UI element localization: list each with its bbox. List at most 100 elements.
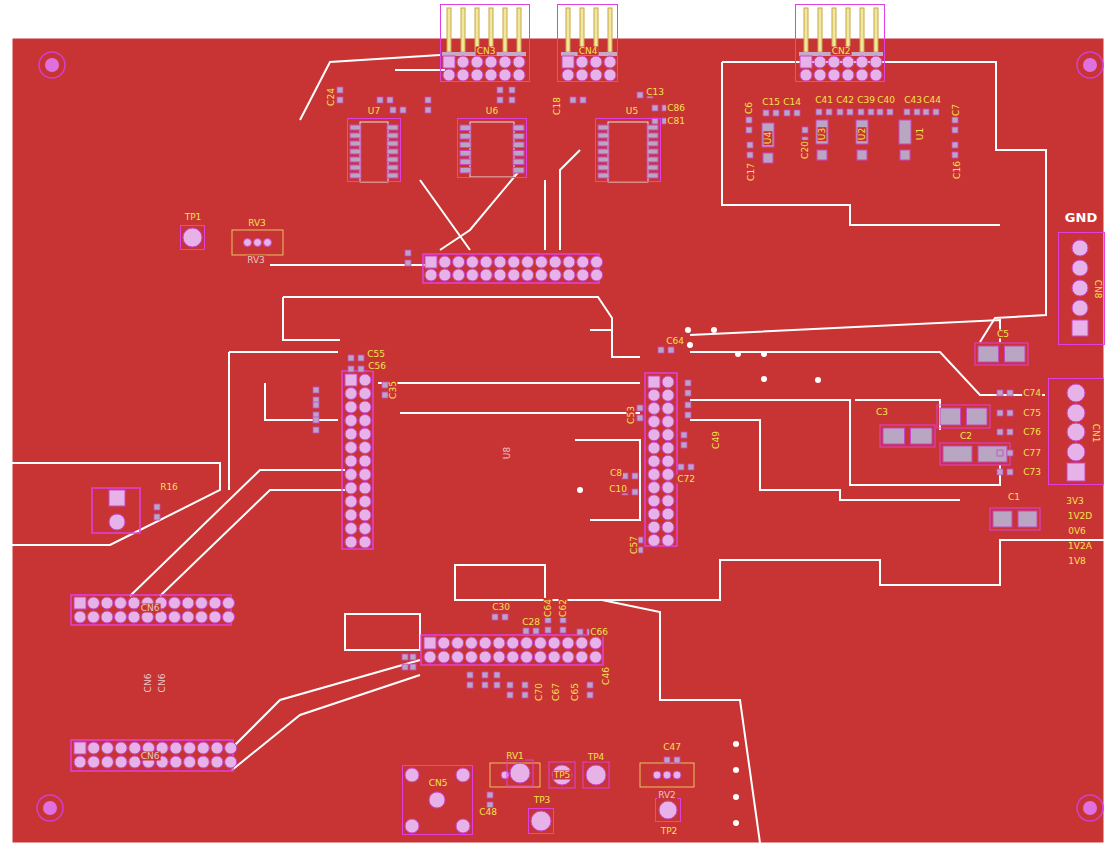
ic-pad [598, 157, 609, 162]
smd-pad [1007, 390, 1013, 396]
silkscreen-label: C56 [367, 362, 387, 371]
silkscreen-label: C72 [676, 475, 696, 484]
header-pin [493, 637, 505, 649]
silkscreen-label: C73 [1022, 468, 1042, 477]
silkscreen-label: C86 [666, 104, 686, 113]
capacitor-outline [937, 405, 990, 428]
component-footprint: CN3 [440, 4, 530, 82]
smd-pad [637, 415, 643, 421]
square-pin [74, 597, 86, 609]
smd-pad [402, 664, 408, 670]
header-pin [345, 455, 357, 467]
header-pin [662, 455, 674, 467]
header-pin-leg [832, 8, 836, 52]
capacitor-outline [940, 443, 1010, 465]
copper-clearance [690, 320, 1000, 342]
header-pin [345, 469, 357, 481]
smd-pad [678, 464, 684, 470]
via [733, 741, 739, 747]
square-pin [424, 637, 436, 649]
silkscreen-label: C57 [630, 535, 639, 555]
silkscreen-label: U1 [916, 127, 925, 141]
smd-pad [685, 402, 691, 408]
ic-pad [460, 142, 471, 148]
ic-pad [387, 141, 398, 146]
smd-pad [664, 757, 670, 763]
smd-pad [492, 614, 498, 620]
smd-pad [904, 109, 910, 115]
header-pin [1072, 300, 1088, 316]
silkscreen-label: C24 [327, 87, 336, 107]
copper-clearance [690, 420, 960, 500]
via [815, 377, 821, 383]
regulator-pad [856, 120, 868, 144]
test-point: TP3 [528, 808, 554, 834]
header-pin [254, 239, 262, 247]
header-pin [590, 69, 602, 81]
smd-pad [337, 87, 343, 93]
test-point: TP2 [655, 798, 681, 822]
silkscreen-label: 1V2A [1067, 542, 1093, 551]
smd-pad [313, 402, 319, 408]
silkscreen-label: C49 [712, 430, 721, 450]
silkscreen-label: RV1 [505, 752, 525, 761]
smd-pad [570, 97, 576, 103]
header-pin [648, 534, 660, 546]
testpoint-symbol [181, 226, 204, 249]
header-pin [209, 611, 221, 623]
silkscreen-label: RV3 [247, 219, 267, 228]
smd-pad [545, 617, 551, 623]
header-pin [499, 69, 511, 81]
silkscreen-label: C39 [856, 96, 876, 105]
smd-pad [523, 628, 529, 634]
header-pin [1067, 404, 1085, 422]
smd-pad [337, 97, 343, 103]
header-pin [548, 637, 560, 649]
ic-pad [350, 173, 361, 178]
square-pin [425, 256, 437, 268]
header-pin [1072, 280, 1088, 296]
silkscreen-label: C20 [801, 140, 810, 160]
component-footprint: U7 [347, 118, 401, 182]
trimmer-outline [640, 763, 694, 787]
ic-pad [387, 149, 398, 154]
header-pin [405, 768, 419, 782]
header-pin-leg [608, 8, 612, 52]
reference-designator: U6 [485, 107, 499, 116]
silkscreen-label: C7 [952, 103, 961, 117]
ic-pad [647, 149, 658, 154]
header-pin [662, 534, 674, 546]
header-pin-leg [461, 8, 465, 52]
silkscreen-label: C40 [876, 96, 896, 105]
ic-pad [513, 159, 524, 165]
footprint-outline [423, 254, 599, 283]
component-footprint: CN4 [557, 4, 618, 82]
copper-clearance [560, 150, 580, 250]
square-pin [74, 742, 86, 754]
capacitor-outline [880, 425, 935, 447]
header-pin-leg [874, 8, 878, 52]
header-pin [535, 256, 547, 268]
header-pin [196, 611, 208, 623]
header-pin [264, 239, 272, 247]
header-pin [345, 496, 357, 508]
header-pin [465, 637, 477, 649]
silkscreen-label: CN6 [158, 673, 167, 694]
testpoint-symbol [656, 799, 680, 821]
header-pin [443, 69, 455, 81]
header-pin [197, 742, 209, 754]
header-pin [522, 256, 534, 268]
ic-pad [387, 165, 398, 170]
silkscreen-label: C43 [903, 96, 923, 105]
silkscreen-label: C28 [521, 618, 541, 627]
copper-clearance [345, 614, 420, 650]
smd-pad [313, 387, 319, 393]
silkscreen-label: 1V2D [1067, 512, 1094, 521]
testpoint-outline [507, 760, 533, 786]
smd-pad [1007, 410, 1013, 416]
capacitor-pad [993, 511, 1012, 527]
header-pin [438, 637, 450, 649]
copper-clearance [270, 264, 425, 266]
header-pin [182, 597, 194, 609]
smd-pad [997, 469, 1003, 475]
